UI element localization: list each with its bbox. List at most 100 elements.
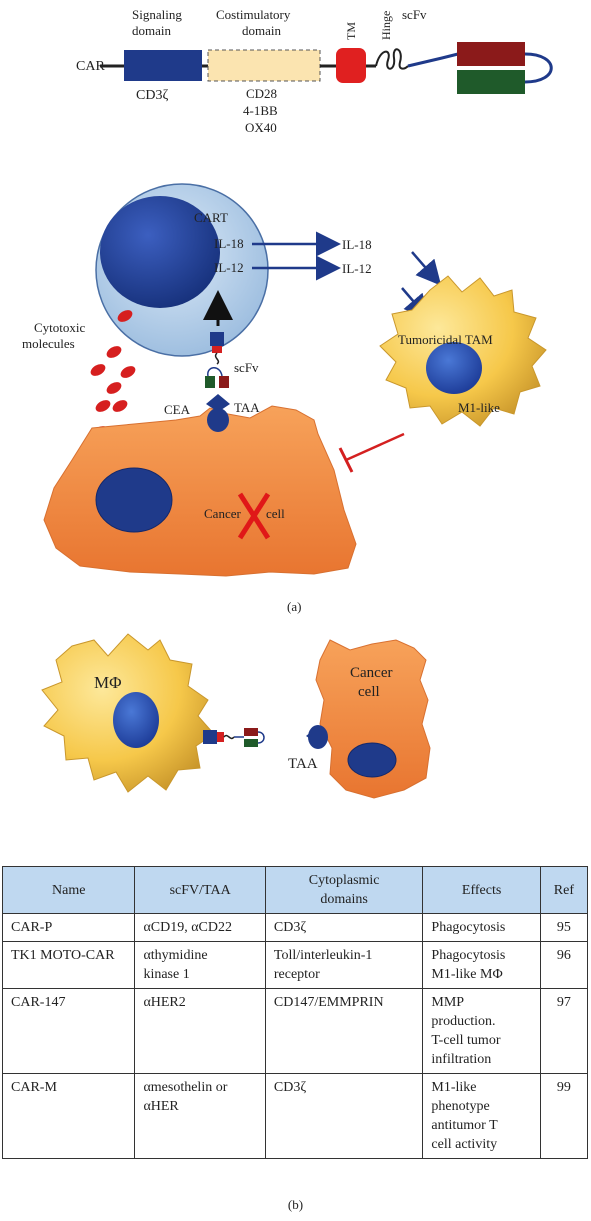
table-header-row: Name scFV/TAA Cytoplasmic domains Effect… xyxy=(1,866,589,914)
granule xyxy=(120,366,136,378)
cea-label: CEA xyxy=(164,402,191,417)
macrophage-car-vh xyxy=(244,728,258,736)
cell-name: CAR-P xyxy=(1,913,136,942)
il12-secreted-label: IL-12 xyxy=(342,261,372,276)
cancer-nucleus xyxy=(95,467,173,533)
il18-secreted-label: IL-18 xyxy=(342,237,372,252)
cd3z-label: CD3ζ xyxy=(136,88,168,103)
x-mark-icon xyxy=(237,492,271,540)
cell-effects: M1-like phenotype antitumor T cell activ… xyxy=(422,1073,541,1159)
hinge-coil xyxy=(375,48,409,70)
panel-a: CART IL-18 IL-12 IL-18 IL-12 Tumoricidal… xyxy=(22,183,547,614)
scfv-linker xyxy=(407,52,459,68)
cell-scfv-taa: αthymidine kinase 1 xyxy=(134,941,266,989)
header-effects: Effects xyxy=(422,866,541,914)
panel-a-label: (a) xyxy=(287,599,301,614)
cell-cytoplasmic: Toll/interleukin-1 receptor xyxy=(264,941,424,989)
scfv-label-a: scFv xyxy=(234,360,259,375)
car-vh-unit xyxy=(219,376,229,388)
cell-name: CAR-M xyxy=(1,1073,136,1159)
signaling-domain-line1: Signaling xyxy=(132,7,182,22)
macrophage-car-vl xyxy=(244,739,258,747)
macrophage-car-signaling xyxy=(203,730,217,744)
costim-domain xyxy=(207,49,321,82)
cell-name: CAR-147 xyxy=(1,988,136,1074)
car-macrophage-table: Name scFV/TAA Cytoplasmic domains Effect… xyxy=(1,866,589,1159)
cancer-b-line2: cell xyxy=(358,684,380,700)
hinge-label: Hinge xyxy=(379,11,393,40)
signaling-domain-line2: domain xyxy=(132,23,171,38)
scfv-light-chain xyxy=(457,70,525,94)
granule xyxy=(90,364,106,376)
cell-effects: Phagocytosis xyxy=(422,913,541,942)
car-linker-unit xyxy=(207,367,223,377)
macrophage-car-hinge xyxy=(223,734,235,740)
cell-name: TK1 MOTO-CAR xyxy=(1,941,136,989)
signaling-domain-label: Signaling domain xyxy=(132,7,185,38)
macrophage-nucleus xyxy=(113,692,159,748)
cytotoxic-label: Cytotoxic molecules xyxy=(22,320,89,351)
cd3z-domain xyxy=(124,50,202,81)
granule xyxy=(112,400,128,412)
cell-scfv-taa: αmesothelin or αHER xyxy=(134,1073,266,1159)
car-vl-unit xyxy=(205,376,215,388)
cart-label: CART xyxy=(194,210,228,225)
granule xyxy=(117,310,133,322)
macrophage-car-loop xyxy=(257,731,265,744)
cancer-left-label: Cancer xyxy=(204,506,241,521)
cytotoxic-line2: molecules xyxy=(22,336,75,351)
car-label: CAR xyxy=(76,59,105,74)
taa-label-a: TAA xyxy=(234,400,260,415)
il18-to-tam-arrow xyxy=(411,251,442,286)
car-hinge-unit xyxy=(214,352,220,365)
cell-cytoplasmic: CD3ζ xyxy=(264,913,424,942)
tam-nucleus xyxy=(426,342,482,394)
panel-b-label: (b) xyxy=(287,1197,304,1212)
macrophage-label: MΦ xyxy=(94,673,122,692)
inhibition-bar xyxy=(338,447,354,473)
cart-il18-label: IL-18 xyxy=(214,236,244,251)
granule xyxy=(95,400,111,412)
taa-antigen xyxy=(207,408,229,432)
tm-label: TM xyxy=(344,22,358,40)
cancer-cell-b xyxy=(315,639,431,799)
cancer-right-label: cell xyxy=(266,506,285,521)
m1-like-label: M1-like xyxy=(458,400,500,415)
cytotoxic-line1: Cytotoxic xyxy=(34,320,86,335)
costim-option-2: 4-1BB xyxy=(243,103,278,118)
taa-label-b: TAA xyxy=(288,756,318,772)
cell-cytoplasmic: CD147/EMMPRIN xyxy=(264,988,424,1074)
cancer-cell xyxy=(43,405,357,577)
cell-ref: 97 xyxy=(539,988,589,1074)
cell-scfv-taa: αCD19, αCD22 xyxy=(134,913,266,942)
taa-antigen-head xyxy=(206,394,230,412)
cell-ref: 99 xyxy=(539,1073,589,1159)
header-scfv-taa: scFV/TAA xyxy=(134,866,266,914)
cart-nucleus xyxy=(100,196,220,308)
cancer-nucleus-b xyxy=(347,742,397,778)
inhibition-line xyxy=(345,432,405,462)
cell-cytoplasmic: CD3ζ xyxy=(264,1073,424,1159)
granule xyxy=(106,382,122,394)
car-tm-unit xyxy=(212,346,222,353)
car-signaling-unit xyxy=(210,332,224,346)
cell-scfv-taa: αHER2 xyxy=(134,988,266,1074)
costim-option-1: CD28 xyxy=(246,86,277,101)
tm-domain xyxy=(336,48,366,83)
costim-domain-label: Costimulatory domain xyxy=(216,7,294,38)
scfv-label-top: scFv xyxy=(402,7,427,22)
granule xyxy=(106,346,122,358)
car-construct: CAR Signaling domain CD3ζ Costimulatory … xyxy=(76,7,553,135)
header-cytoplasmic: Cytoplasmic domains xyxy=(264,866,424,914)
cell-effects: Phagocytosis M1-like MΦ xyxy=(422,941,541,989)
cell-effects: MMP production. T-cell tumor infiltratio… xyxy=(422,988,541,1074)
cancer-b-line1: Cancer xyxy=(350,665,392,681)
panel-b: MΦ Cancer cell TAA xyxy=(41,633,431,799)
costim-line1: Costimulatory xyxy=(216,7,291,22)
header-ref: Ref xyxy=(539,866,589,914)
